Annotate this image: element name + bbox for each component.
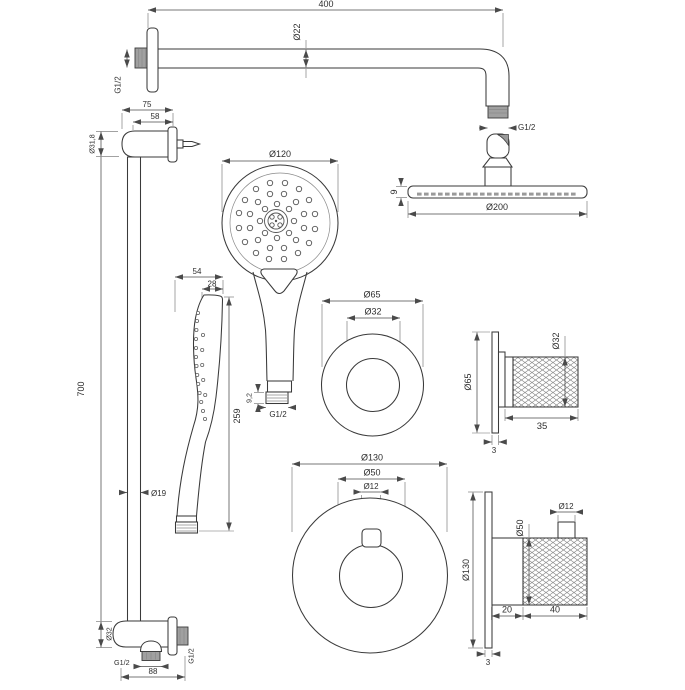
dim-arm-head-thread: G1/2 [518,123,536,132]
dim-mixer-knurl-depth: 40 [550,605,560,615]
valve-side-knob [512,356,579,408]
outlet-flange [167,616,178,656]
mixer-front-view: Ø130 Ø50 Ø12 [291,453,449,654]
dim-outlet-diameter: Ø32 [105,627,114,641]
valve-side-plate [491,331,500,434]
dim-bracket-width: 75 [143,100,152,109]
dim-head-diameter: Ø200 [486,202,508,212]
bar-bracket-body [121,130,172,158]
dim-hand-thread-height: 9,2 [245,393,254,403]
dim-mixer-side-stub: Ø12 [558,502,574,511]
dim-arm-wall-thread: G1/2 [114,76,123,94]
shower-arm-view: 400 G1/2 Ø22 G1/2 [114,0,536,132]
dim-bracket-depth: 58 [151,112,160,121]
dim-valve-side-knob: Ø32 [551,332,561,349]
dim-hand-diameter: Ø120 [269,149,291,159]
mixer-side-stub [557,521,576,539]
dim-mixer-front-depth: 20 [502,605,512,615]
hand-side-nozzle-dots [193,310,208,421]
dim-mixer-plate-thickness: 3 [486,658,491,667]
hand-side-thread [174,521,199,534]
slide-bar-view: 75 58 Ø31,8 700 Ø32 Ø19 [76,100,202,681]
dim-mixer-outer: Ø130 [361,453,383,463]
bar-bracket-pin-base [176,139,184,149]
hand-handle-right-edge [292,271,308,382]
valve-knob-circle [345,357,401,413]
bar-bracket-flange [167,126,178,163]
hand-handle-left-edge [252,271,268,382]
dim-bracket-diameter: Ø31,8 [88,134,97,154]
stop-valve-side-view: Ø65 Ø32 35 3 [463,331,579,455]
dim-hand-side-top: 28 [208,280,217,289]
mixer-side-knob-front [491,537,524,606]
hand-mode-button [260,268,298,295]
dim-mixer-stub: Ø12 [363,482,379,491]
mixer-side-knob-knurl [522,537,588,606]
dim-mixer-side-plate: Ø130 [461,559,471,581]
mixer-knob-circle [338,543,404,609]
bar-bracket-pin [182,140,202,148]
arm-tube [157,48,510,107]
mixer-side-view: Ø130 Ø12 Ø50 20 40 3 [461,491,588,667]
dim-outlet-bottom-thread: G1/2 [114,658,130,667]
slide-bar-rod [126,156,142,622]
dim-hand-thread: G1/2 [269,410,287,419]
dim-outlet-width: 88 [149,667,158,676]
arm-head-thread [487,105,509,119]
dim-hand-side-length: 259 [232,408,242,423]
mixer-side-plate [484,491,493,649]
mixer-stub-front [361,528,382,548]
dim-valve-side-plate: Ø65 [463,373,473,390]
valve-side-step [497,351,506,408]
dim-valve-side-depth: 35 [537,421,548,432]
dim-hand-side-depth: 54 [193,267,202,276]
hand-center-jet [264,209,288,233]
dim-valve-inner: Ø32 [364,307,381,317]
hand-side-collar [175,515,198,523]
valve-side-collar [504,356,514,408]
head-ball-wedge [497,134,509,147]
head-neck [484,166,512,187]
stop-valve-front-view: Ø65 Ø32 [320,290,425,437]
dim-head-thickness: 9 [389,189,399,194]
dim-bar-length: 700 [76,381,86,396]
dim-valve-plate-thickness: 3 [492,446,497,455]
outlet-body [112,620,172,648]
head-disc [407,185,588,199]
hand-shower-side-view: 54 28 259 [174,267,242,534]
dim-arm-length: 400 [318,0,333,9]
dim-arm-diameter: Ø22 [292,23,302,40]
dim-valve-outer: Ø65 [363,290,380,300]
dim-outlet-side-thread: G1/2 [187,648,196,664]
dim-mixer-side-knob: Ø50 [515,519,525,536]
dim-mixer-knob: Ø50 [363,468,380,478]
hand-handle-collar [266,380,293,393]
outlet-bottom-collar [139,640,163,653]
head-cone [481,157,513,168]
outlet-side-thread [176,626,189,646]
arm-wall-thread [134,47,149,69]
hand-side-profile [176,294,224,517]
head-nozzle-dashes [417,192,576,196]
dim-bar-diameter: Ø19 [151,489,167,498]
rain-head-view: 9 Ø200 [389,133,588,218]
arm-wall-flange [146,27,159,93]
hand-shower-front-view: Ø120 [221,149,339,419]
hand-nozzles [235,179,319,263]
